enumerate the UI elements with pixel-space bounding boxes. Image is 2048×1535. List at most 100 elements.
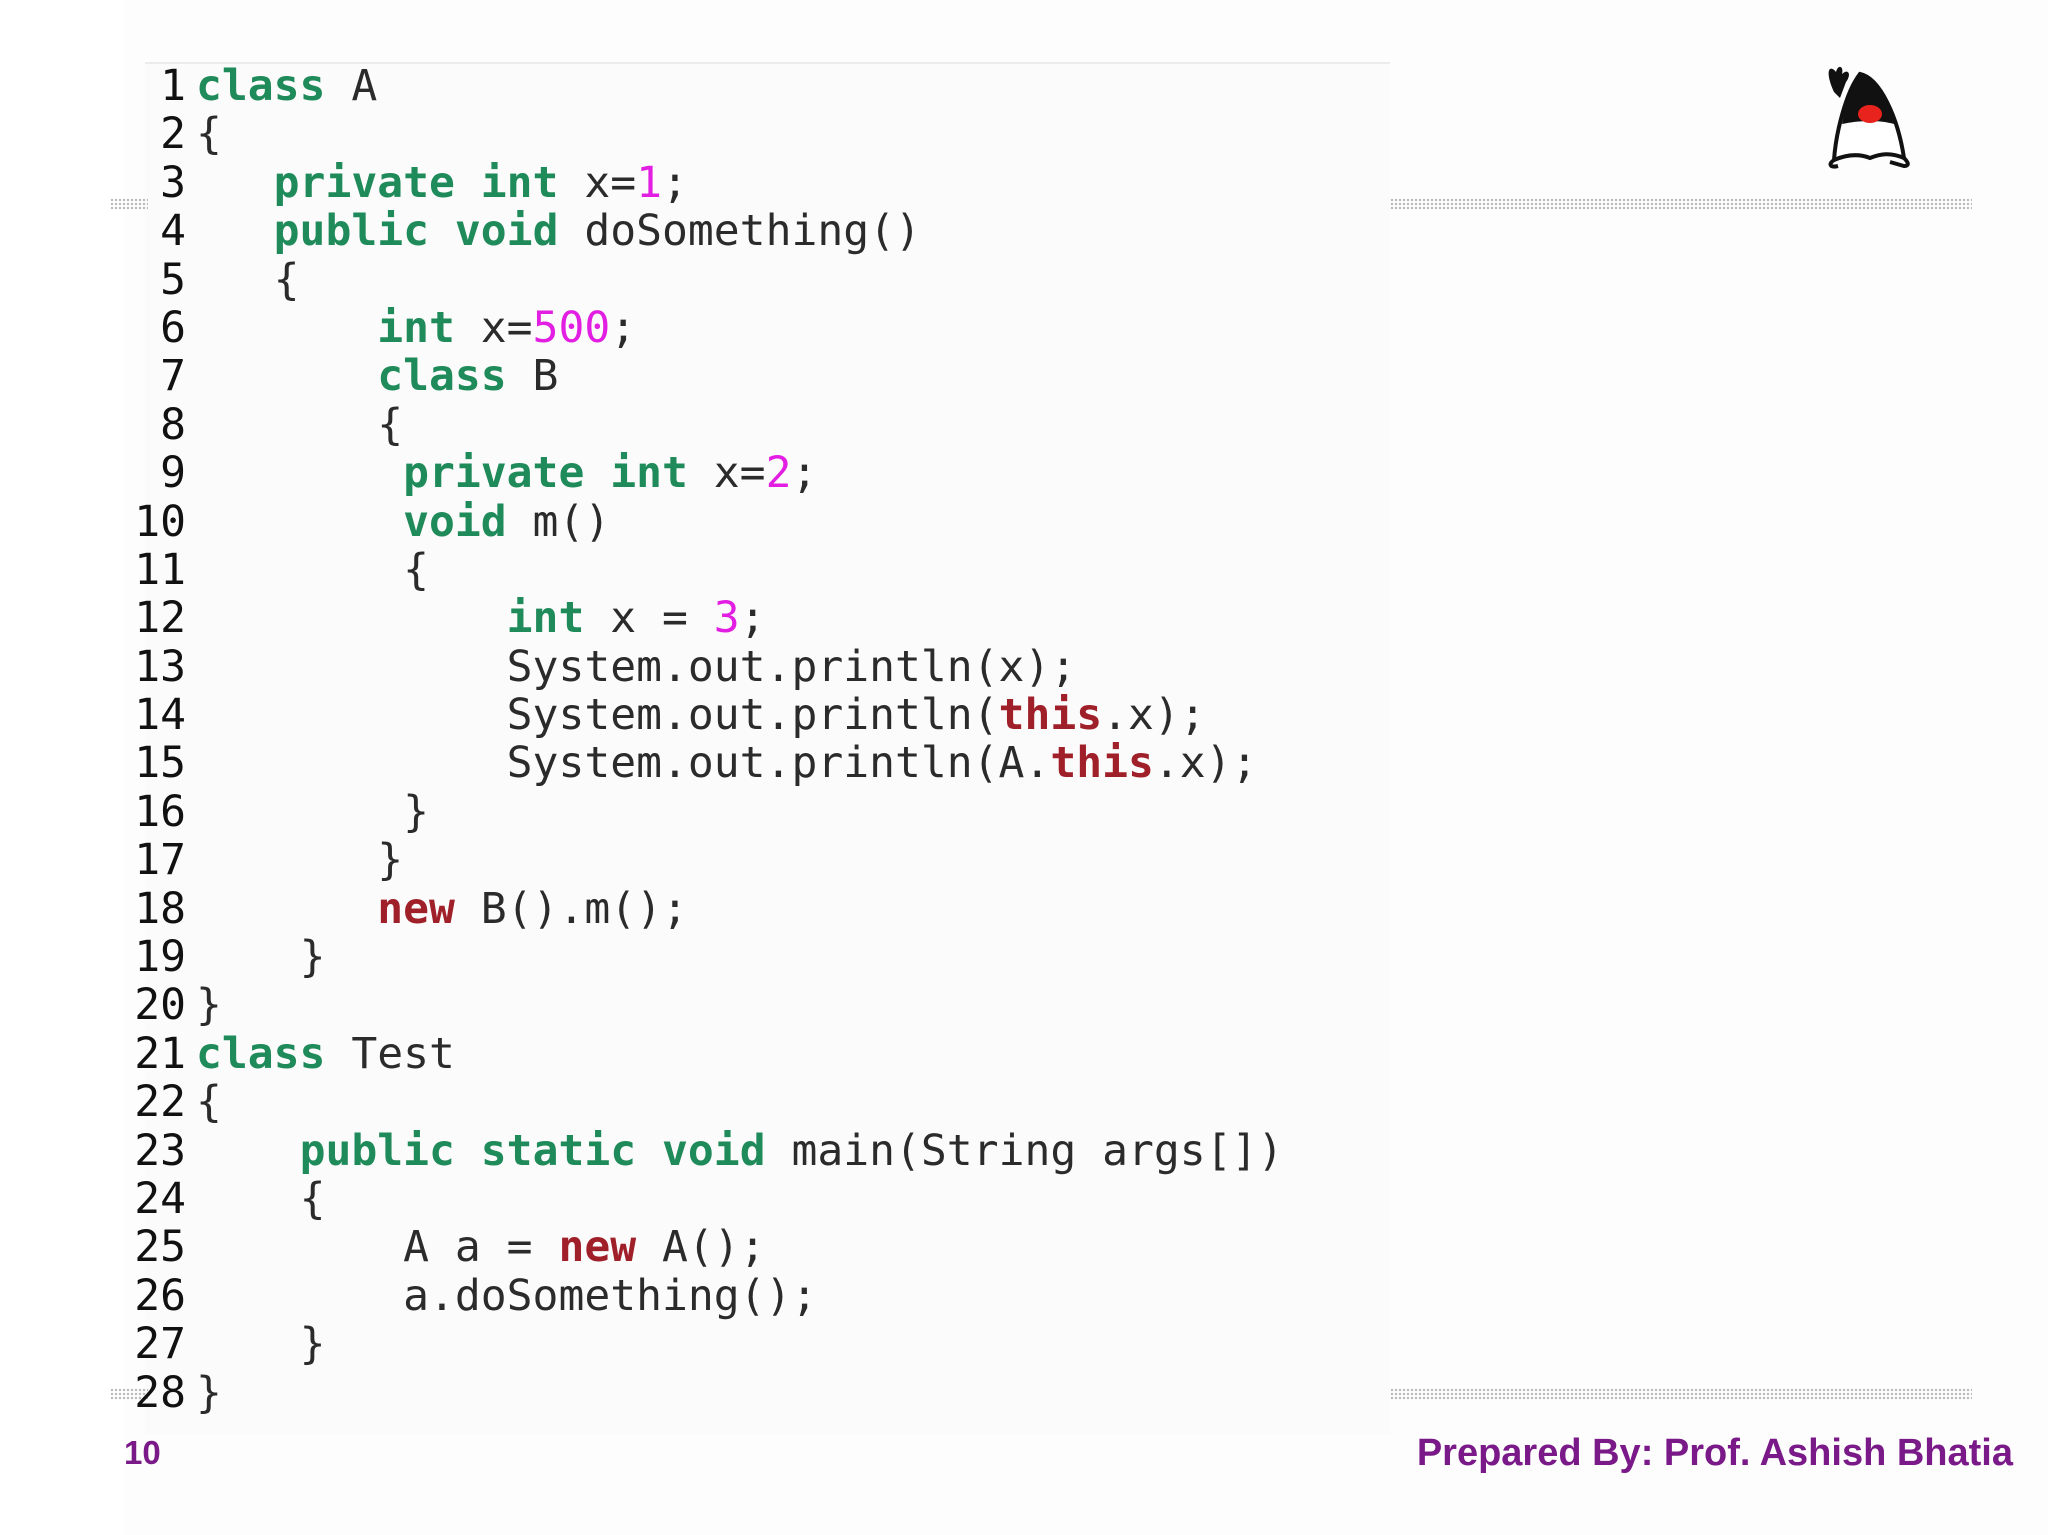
code-text: { <box>299 1173 326 1224</box>
code-line: 9 private int x=2; <box>0 448 1283 499</box>
code-line: 2{ <box>0 109 1283 160</box>
line-number: 5 <box>160 254 186 305</box>
code-text: Test <box>325 1028 455 1079</box>
code-text: B <box>506 351 559 402</box>
line-number: 28 <box>134 1367 186 1418</box>
code-line: 19 } <box>0 932 1283 983</box>
line-number: 17 <box>134 835 186 886</box>
code-keyword: int <box>506 593 585 644</box>
code-indent <box>196 351 377 401</box>
code-indent <box>196 206 274 256</box>
code-text: { <box>196 109 222 160</box>
line-number: 15 <box>134 738 186 789</box>
code-indent <box>196 545 403 595</box>
code-number: 500 <box>532 302 611 353</box>
code-text: .x); <box>1102 690 1206 741</box>
code-indent <box>196 884 377 934</box>
code-line: 14 System.out.println(this.x); <box>0 690 1283 741</box>
code-line: 20} <box>0 980 1283 1031</box>
code-keyword: class <box>377 351 507 402</box>
line-number: 14 <box>134 690 186 741</box>
line-number: 16 <box>134 786 186 837</box>
divider-left-top <box>110 198 148 210</box>
line-number: 20 <box>134 980 186 1031</box>
code-line: 12 int x = 3; <box>0 593 1283 644</box>
line-number: 18 <box>134 883 186 934</box>
page-number: 10 <box>124 1434 161 1471</box>
code-line: 6 int x=500; <box>0 302 1283 353</box>
code-text: } <box>403 786 429 837</box>
code-keyword: class <box>196 1028 326 1079</box>
code-keyword: class <box>196 61 326 111</box>
code-keyword: public <box>299 1125 455 1176</box>
code-indent <box>196 497 403 547</box>
divider-right-bottom <box>1390 1388 1972 1400</box>
code-text: main(String args[]) <box>765 1125 1284 1176</box>
code-line: 13 System.out.println(x); <box>0 641 1283 692</box>
code-line: 7 class B <box>0 351 1283 402</box>
code-indent <box>196 593 507 643</box>
divider-right-top <box>1390 198 1972 210</box>
code-text: x= <box>454 302 533 353</box>
code-line: 4 public void doSomething() <box>0 206 1283 257</box>
code-line: 23 public static void main(String args[]… <box>0 1125 1284 1176</box>
line-number: 1 <box>160 61 186 111</box>
line-number: 12 <box>134 593 186 644</box>
code-text: } <box>196 1367 222 1418</box>
code-text: a.doSomething(); <box>403 1270 818 1321</box>
code-text: A <box>325 61 378 111</box>
code-line: 8 { <box>0 399 1283 450</box>
code-text: x= <box>687 448 766 499</box>
code-indent <box>196 932 300 982</box>
line-number: 8 <box>160 399 186 450</box>
code-text: { <box>196 1077 222 1128</box>
code-text: .x); <box>1153 738 1258 789</box>
line-number: 23 <box>134 1125 186 1176</box>
code-keyword: void <box>662 1125 766 1176</box>
code-line: 16 } <box>0 786 1283 837</box>
code-indent <box>196 835 377 885</box>
code-line: 3 private int x=1; <box>0 157 1283 208</box>
code-line: 5 { <box>0 254 1283 305</box>
code-number: 1 <box>636 157 663 208</box>
code-reserved-word: this <box>1050 738 1154 789</box>
code-indent <box>196 255 274 305</box>
line-number: 27 <box>134 1319 186 1370</box>
code-text: doSomething() <box>558 206 921 257</box>
code-reserved-word: new <box>558 1222 637 1273</box>
code-number: 2 <box>765 448 792 499</box>
line-number: 21 <box>134 1028 186 1079</box>
code-keyword: private <box>403 448 585 499</box>
code-text: A a = <box>403 1222 559 1273</box>
code-indent <box>196 690 507 740</box>
code-line: 25 A a = new A(); <box>0 1222 1283 1273</box>
code-text <box>455 1126 481 1176</box>
code-text: System.out.println(x); <box>506 641 1077 692</box>
code-indent <box>196 1174 300 1224</box>
line-number: 13 <box>134 641 186 692</box>
code-keyword: static <box>480 1125 637 1176</box>
footer-credit: Prepared By: Prof. Ashish Bhatia <box>1416 1432 2013 1474</box>
code-line: 18 new B().m(); <box>0 883 1283 934</box>
java-duke-mascot-icon <box>1828 66 1910 169</box>
code-text: ; <box>791 448 818 499</box>
code-indent <box>196 303 377 353</box>
code-text: x = <box>584 593 714 644</box>
code-text: ; <box>739 593 766 644</box>
line-number: 9 <box>160 448 186 499</box>
code-text: ; <box>662 157 688 208</box>
code-reserved-word: new <box>377 883 455 934</box>
line-number: 2 <box>160 109 186 160</box>
code-text <box>584 448 610 498</box>
code-indent <box>196 642 507 692</box>
code-panel <box>145 62 1390 1434</box>
line-number: 26 <box>134 1270 186 1321</box>
code-indent <box>196 400 377 450</box>
code-text: } <box>299 932 326 983</box>
code-text: } <box>377 835 404 886</box>
code-line: 24 { <box>0 1173 1283 1224</box>
code-line: 11 { <box>0 545 1283 595</box>
